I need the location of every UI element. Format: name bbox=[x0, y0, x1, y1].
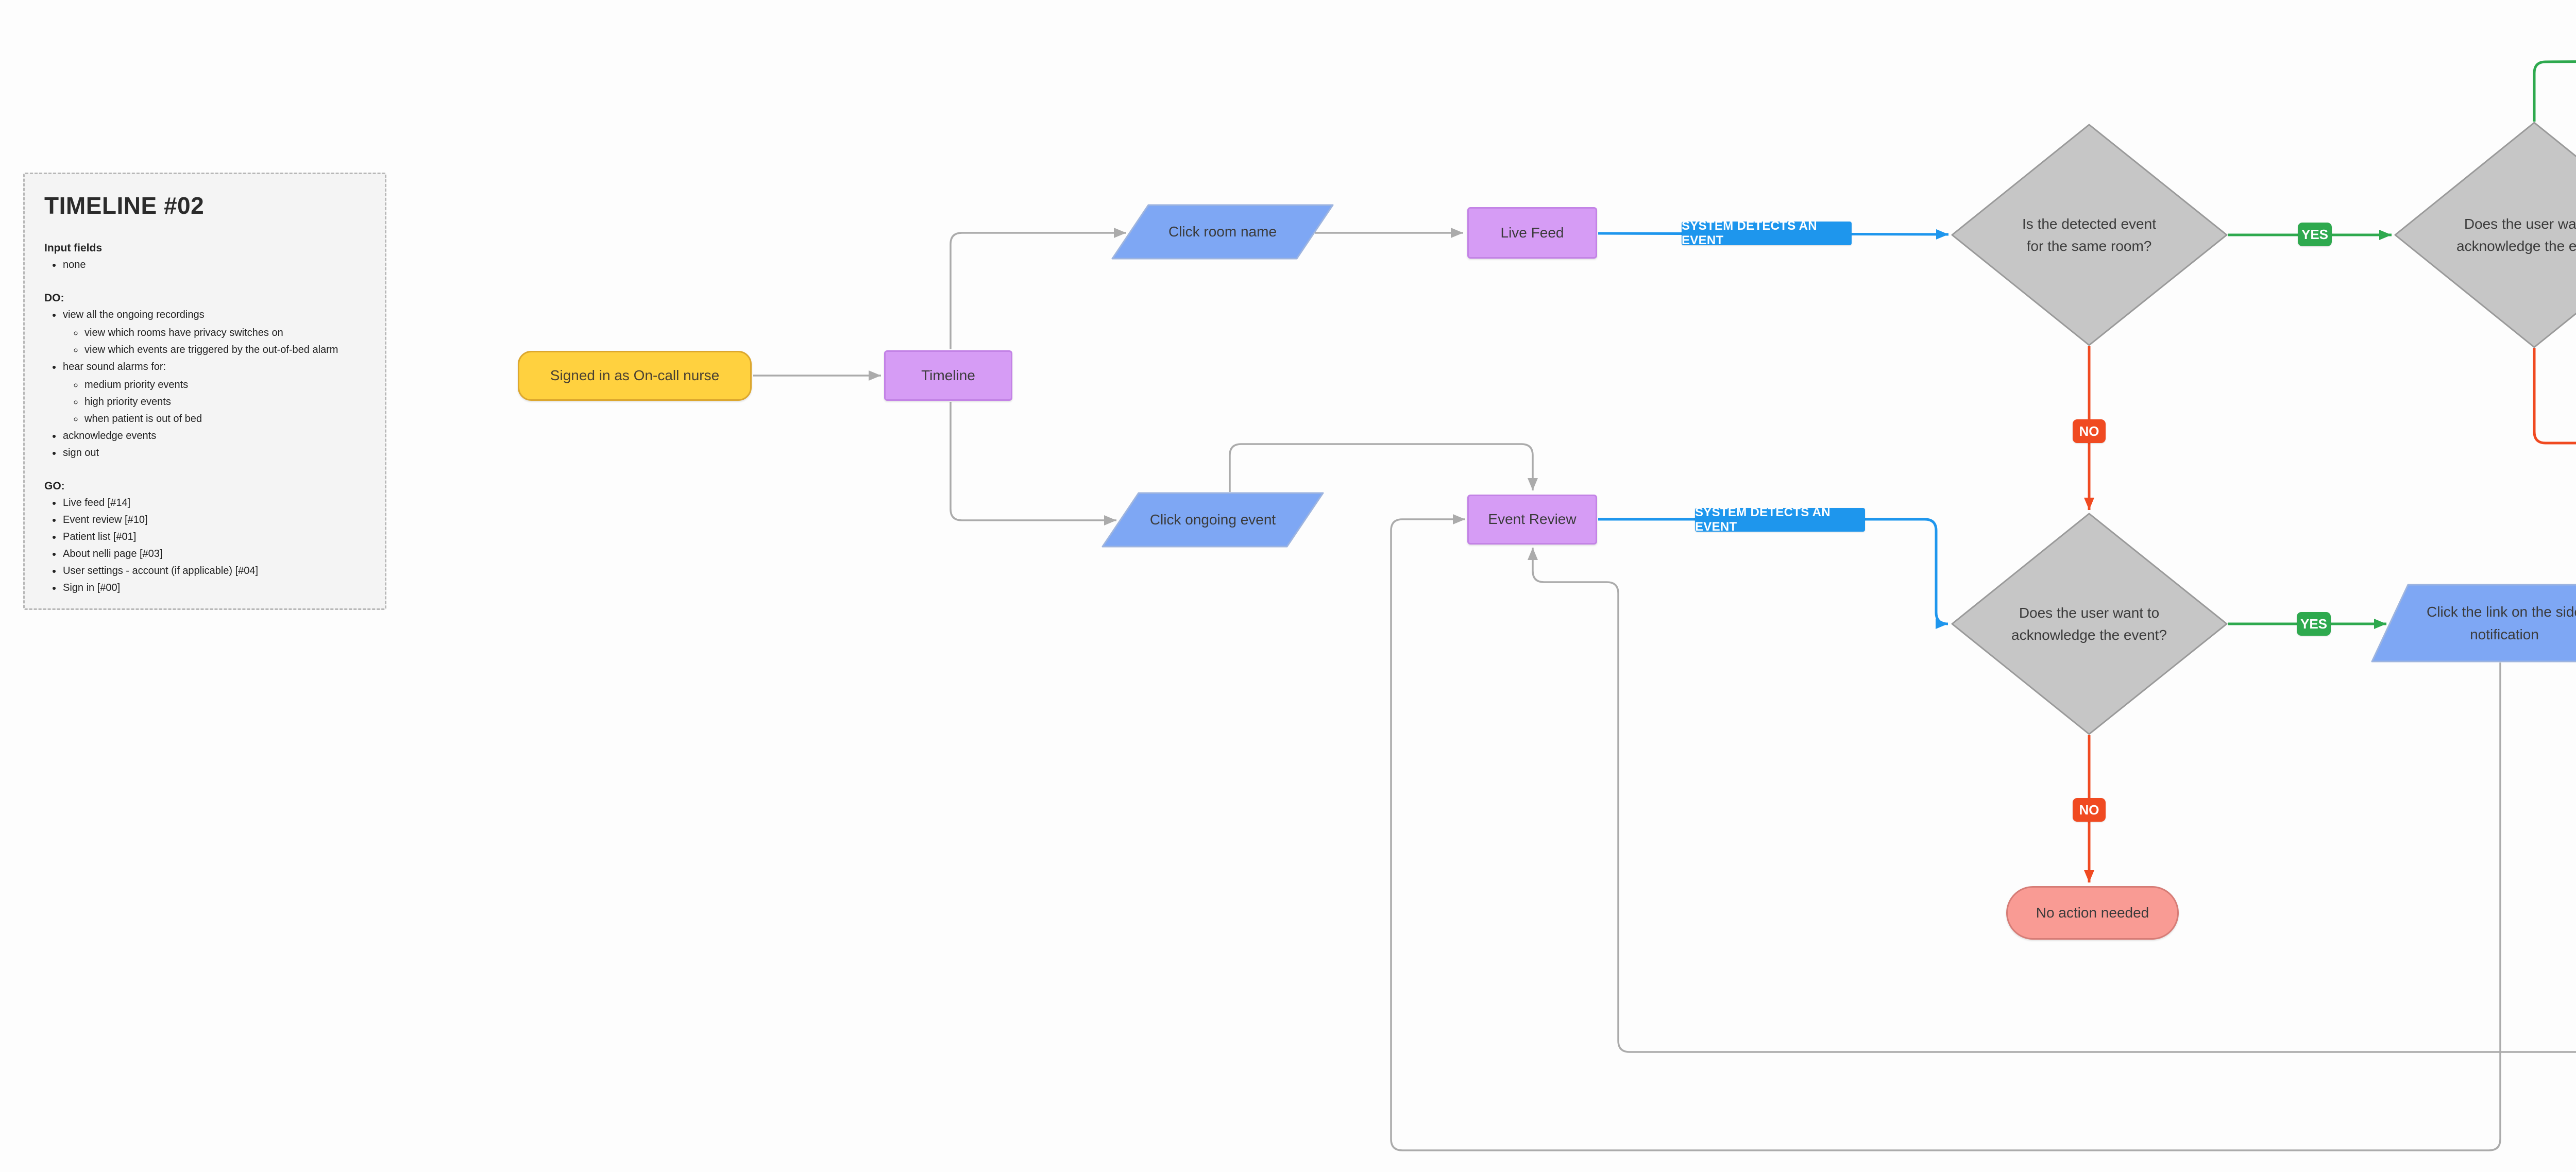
go-item: Patient list [#01] bbox=[62, 529, 365, 546]
node-live-feed[interactable]: Live Feed bbox=[1467, 207, 1597, 259]
shape-click-room-name[interactable] bbox=[1111, 204, 1334, 260]
do-subitem: view which rooms have privacy switches o… bbox=[83, 325, 365, 342]
shape-decision-same-room[interactable] bbox=[1951, 124, 2228, 346]
panel-section-input-fields: Input fields none bbox=[44, 242, 365, 274]
do-item: hear sound alarms for: medium priority e… bbox=[62, 359, 365, 428]
edge-no-ack-banner[interactable] bbox=[2533, 348, 2576, 445]
go-item: Sign in [#00] bbox=[62, 580, 365, 597]
edge-click-ongoing-to-event-review[interactable] bbox=[1229, 443, 1538, 492]
do-item: acknowledge events bbox=[62, 428, 365, 445]
node-event-review[interactable]: Event Review bbox=[1467, 495, 1597, 545]
input-fields-heading: Input fields bbox=[44, 242, 102, 254]
input-fields-item: none bbox=[62, 257, 365, 274]
go-item: Event review [#10] bbox=[62, 512, 365, 529]
shape-click-link-side[interactable] bbox=[2371, 584, 2576, 663]
node-start-signed-in[interactable]: Signed in as On-call nurse bbox=[518, 351, 752, 401]
go-item: About nelli page [#03] bbox=[62, 546, 365, 563]
panel-section-go: GO: Live feed [#14] Event review [#10] P… bbox=[44, 480, 365, 597]
go-item: User settings - account (if applicable) … bbox=[62, 563, 365, 580]
tag-yes-ack-side[interactable]: YES bbox=[2297, 612, 2331, 636]
edge-yes-ack-banner[interactable] bbox=[2533, 60, 2576, 122]
shape-decision-ack-side[interactable] bbox=[1951, 513, 2228, 735]
do-subitem: view which events are triggered by the o… bbox=[83, 342, 365, 359]
do-item: sign out bbox=[62, 445, 365, 462]
edge-timeline-to-click-ongoing[interactable] bbox=[950, 402, 1116, 525]
edge-side-notification-loop-to-event-review[interactable] bbox=[1390, 514, 2501, 1151]
shape-decision-ack-banner[interactable] bbox=[2394, 122, 2576, 348]
tag-system-detects-event-1[interactable]: SYSTEM DETECTS AN EVENT bbox=[1682, 219, 1852, 247]
do-subitem: when patient is out of bed bbox=[83, 411, 365, 428]
node-timeline[interactable]: Timeline bbox=[884, 350, 1012, 401]
do-subitem: high priority events bbox=[83, 394, 365, 411]
do-item: view all the ongoing recordings view whi… bbox=[62, 307, 365, 359]
do-subitem: medium priority events bbox=[83, 377, 365, 394]
go-item: Live feed [#14] bbox=[62, 495, 365, 512]
edge-banner-loop-to-event-review[interactable] bbox=[1528, 61, 2576, 1053]
panel-section-do: DO: view all the ongoing recordings view… bbox=[44, 292, 365, 462]
tag-yes-same-room[interactable]: YES bbox=[2298, 223, 2332, 246]
tag-no-same-room[interactable]: NO bbox=[2073, 419, 2106, 443]
node-no-action-needed-side[interactable]: No action needed bbox=[2006, 886, 2179, 940]
shape-click-ongoing-event[interactable] bbox=[1101, 492, 1324, 548]
do-heading: DO: bbox=[44, 292, 64, 304]
tag-no-ack-side[interactable]: NO bbox=[2073, 798, 2106, 822]
edge-timeline-to-click-room[interactable] bbox=[950, 228, 1126, 349]
timeline-spec-panel[interactable]: TIMELINE #02 Input fields none DO: view … bbox=[23, 173, 386, 610]
edge-event-review-to-decision[interactable] bbox=[1598, 518, 1948, 629]
panel-title: TIMELINE #02 bbox=[44, 192, 205, 219]
go-heading: GO: bbox=[44, 480, 65, 492]
tag-system-detects-event-2[interactable]: SYSTEM DETECTS AN EVENT bbox=[1695, 505, 1865, 534]
